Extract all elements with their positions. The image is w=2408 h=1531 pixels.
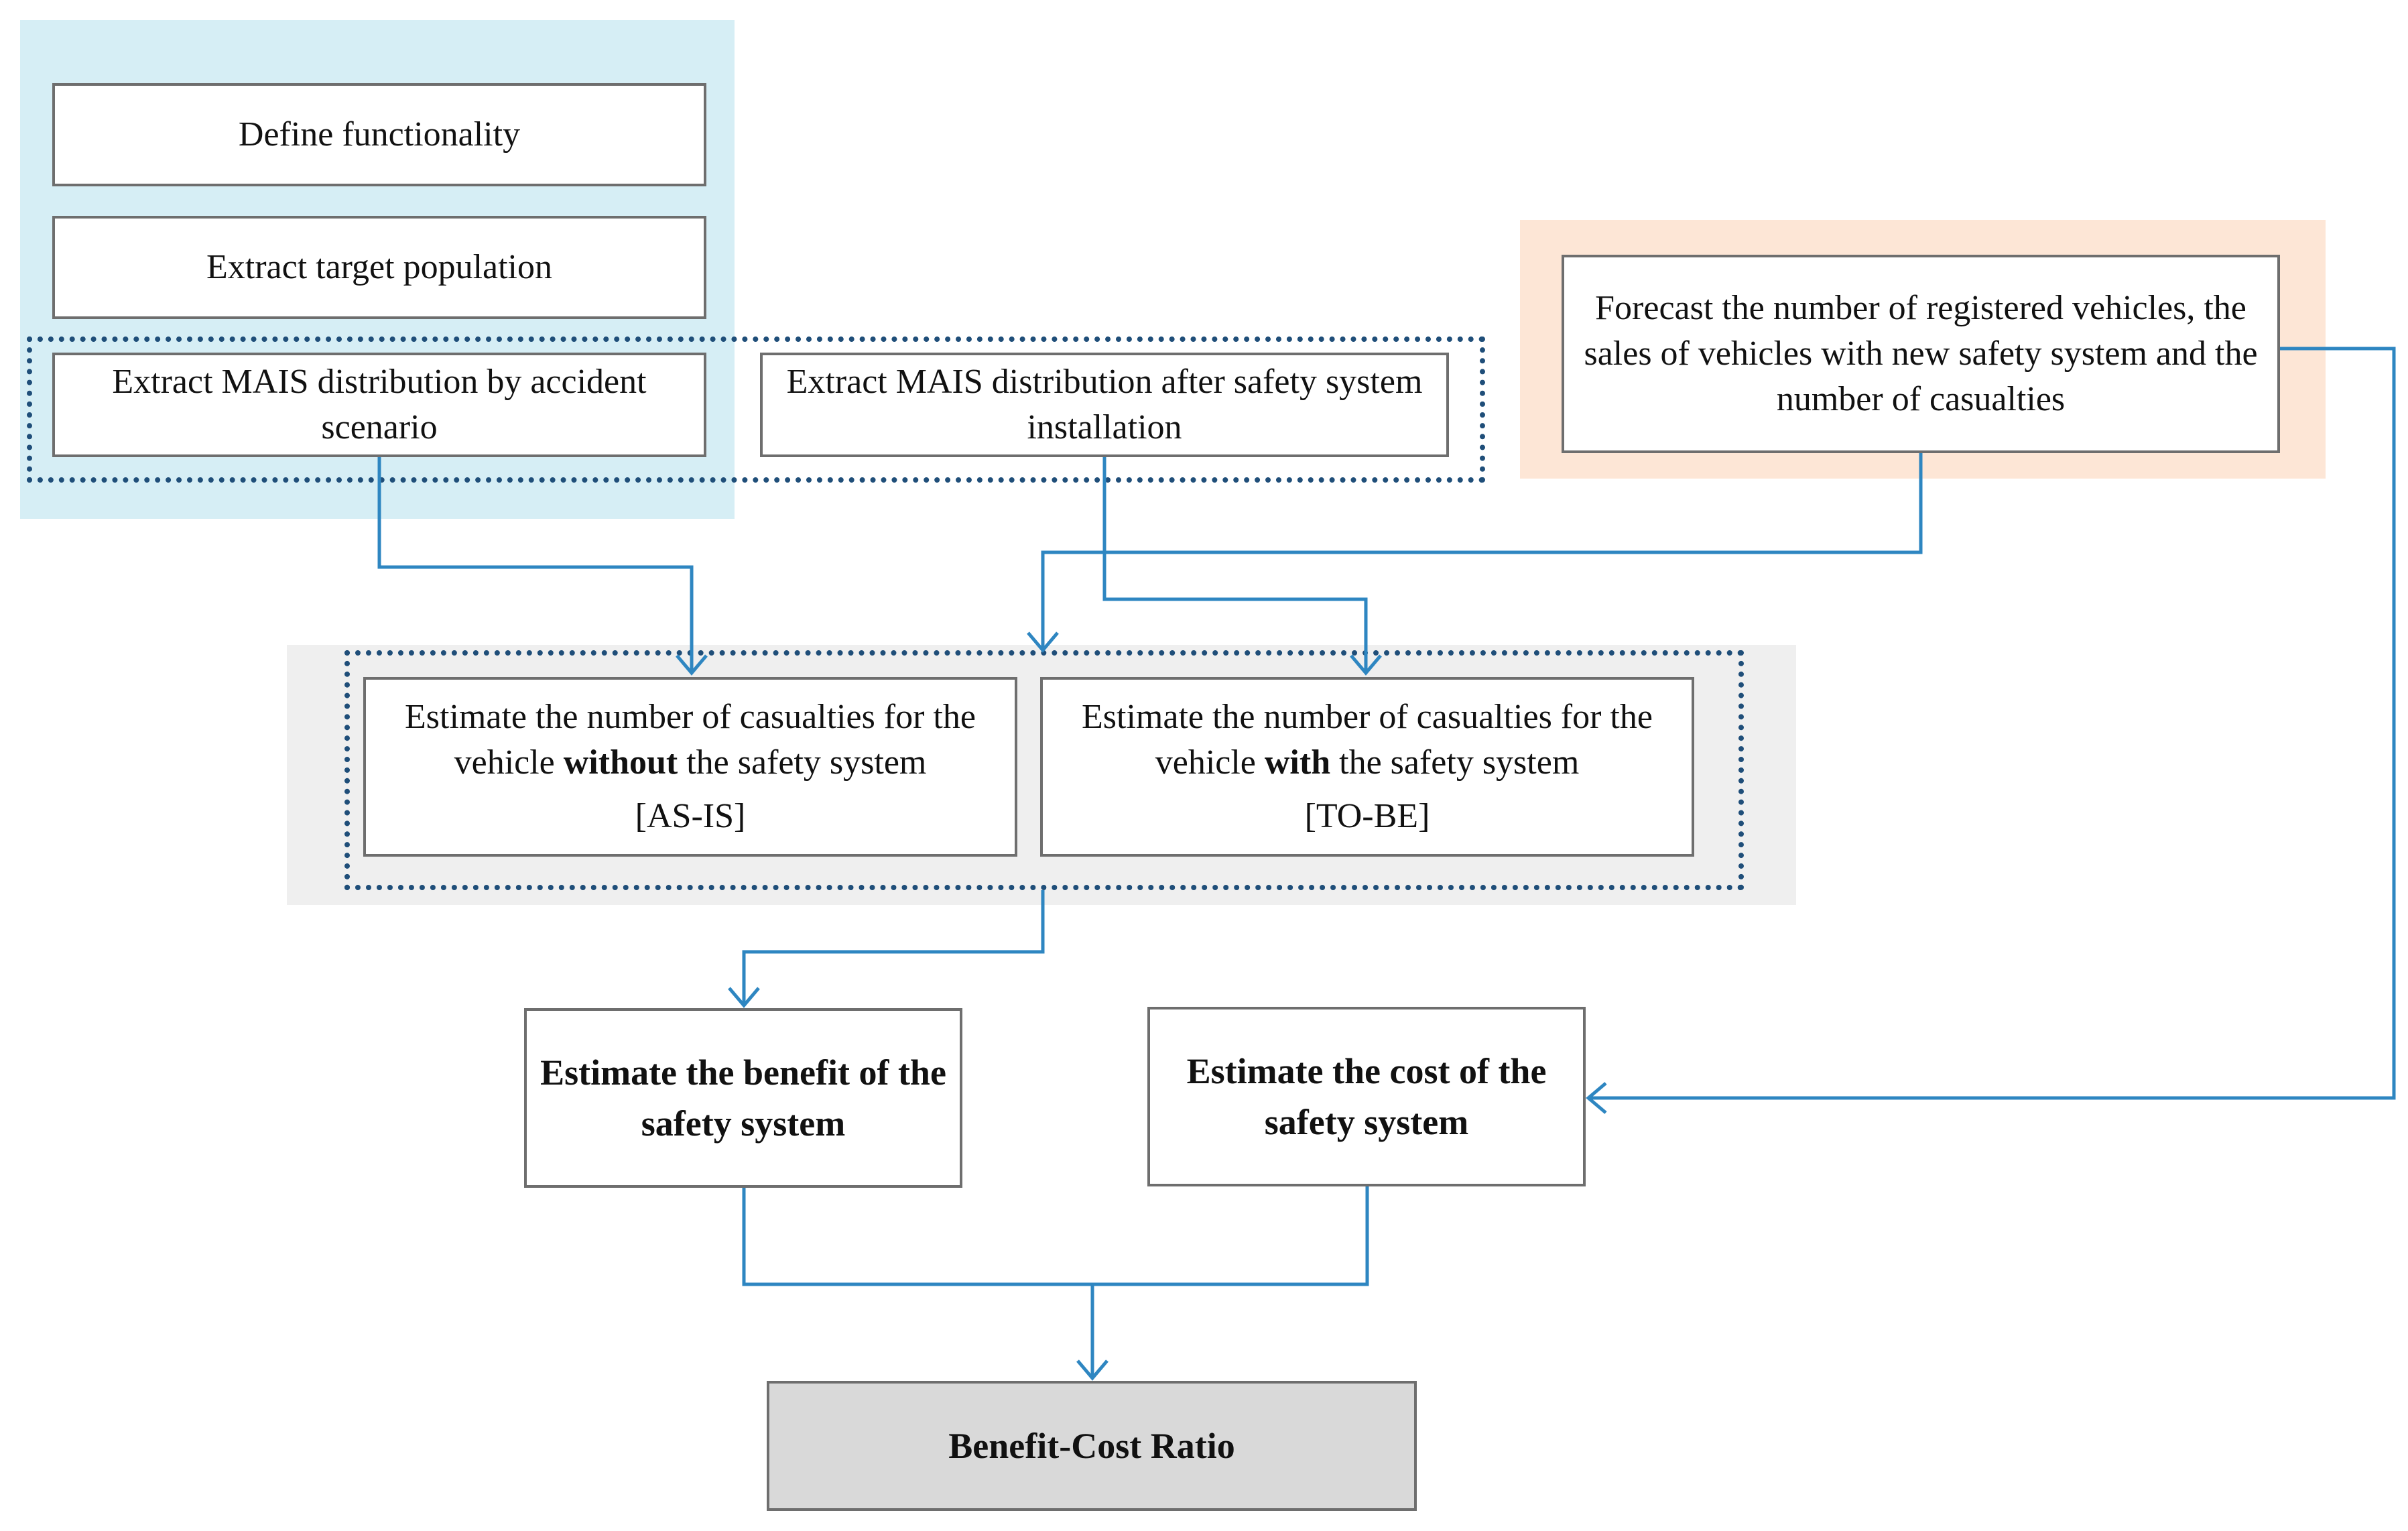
estimate-with-box: Estimate the number of casualties for th… <box>1040 677 1694 857</box>
benefit-cost-ratio-box: Benefit-Cost Ratio <box>767 1381 1417 1511</box>
estimate-benefit-box: Estimate the benefit of the safety syste… <box>524 1008 962 1188</box>
estimate-without-post: the safety system <box>678 743 927 782</box>
define-functionality-box: Define functionality <box>52 83 706 186</box>
forecast-box: Forecast the number of registered vehicl… <box>1562 255 2280 453</box>
estimate-with-tag: [TO-BE] <box>1304 797 1430 835</box>
connector-benefit-to-ratio <box>742 1186 1369 1286</box>
extract-target-population-box: Extract target population <box>52 216 706 319</box>
estimate-without-emph: without <box>563 743 678 782</box>
arrowhead-estimates-to-benefit <box>728 987 760 1008</box>
estimate-cost-box: Estimate the cost of the safety system <box>1147 1007 1586 1186</box>
benefit-cost-ratio-label: Benefit-Cost Ratio <box>948 1426 1235 1466</box>
mais-extraction-group-outline <box>27 336 1485 483</box>
define-functionality-label: Define functionality <box>238 115 521 154</box>
extract-mais-after-installation-label: Extract MAIS distribution after safety s… <box>786 363 1423 446</box>
extract-mais-by-scenario-box: Extract MAIS distribution by accident sc… <box>52 353 706 457</box>
estimate-without-text: Estimate the number of casualties for th… <box>379 694 1001 839</box>
estimate-without-box: Estimate the number of casualties for th… <box>363 677 1017 857</box>
extract-mais-by-scenario-label: Extract MAIS distribution by accident sc… <box>112 363 647 446</box>
extract-mais-after-installation-box: Extract MAIS distribution after safety s… <box>760 353 1449 457</box>
estimate-without-tag: [AS-IS] <box>635 797 746 835</box>
estimate-with-post: the safety system <box>1330 743 1580 782</box>
estimate-cost-label: Estimate the cost of the safety system <box>1186 1051 1547 1142</box>
estimate-with-pre: Estimate the number of casualties for th… <box>1082 698 1653 782</box>
arrowhead-forecast-to-cost <box>1586 1082 1607 1114</box>
arrowhead-merge-to-ratio <box>1076 1359 1108 1381</box>
casualty-estimate-group-outline <box>344 650 1744 890</box>
estimate-benefit-label: Estimate the benefit of the safety syste… <box>540 1052 946 1144</box>
forecast-label: Forecast the number of registered vehicl… <box>1584 289 2258 418</box>
connector-estimates-to-benefit <box>742 890 1045 1005</box>
connector-forecast-to-estimates <box>1041 453 1923 650</box>
estimate-with-emph: with <box>1264 743 1331 782</box>
connector-installation-to-with <box>1102 457 1368 673</box>
extract-target-population-label: Extract target population <box>206 248 552 286</box>
estimate-without-pre: Estimate the number of casualties for th… <box>405 698 976 782</box>
estimate-with-text: Estimate the number of casualties for th… <box>1056 694 1678 839</box>
